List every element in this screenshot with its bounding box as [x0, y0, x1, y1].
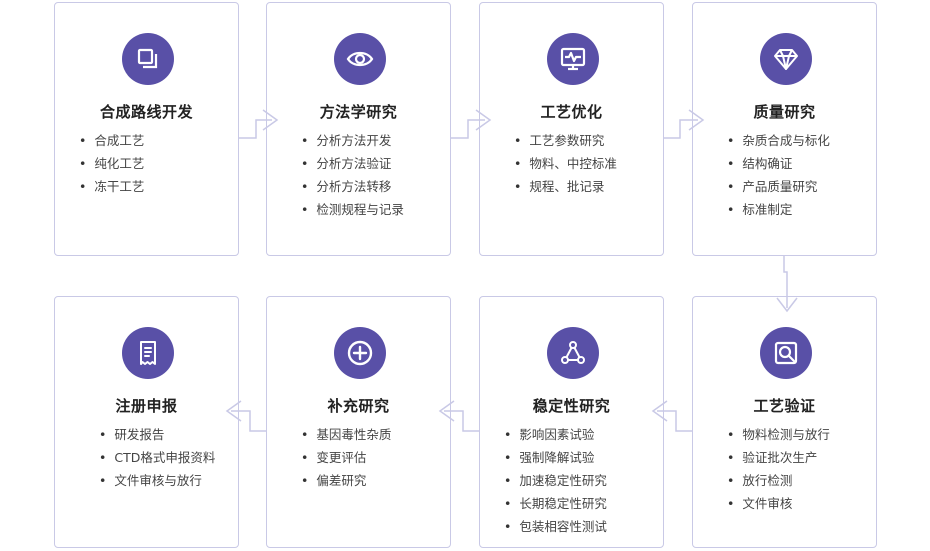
- step-item: 分析方法转移: [301, 175, 404, 198]
- step-item: 杂质合成与标化: [727, 129, 830, 152]
- step-item: 长期稳定性研究: [504, 492, 607, 515]
- step-title: 合成路线开发: [99, 103, 193, 121]
- eye-icon: [334, 33, 386, 85]
- step-item: 偏差研究: [301, 469, 391, 492]
- step-item: 物料、中控标准: [514, 152, 617, 175]
- step-item: 工艺参数研究: [514, 129, 617, 152]
- step-item: 物料检测与放行: [727, 423, 830, 446]
- monitor-pulse-icon: [547, 33, 599, 85]
- step-item: 检测规程与记录: [301, 198, 404, 221]
- step-card-registration-filing: 注册申报 研发报告 CTD格式申报资料 文件审核与放行: [54, 296, 239, 548]
- step-item-list: 物料检测与放行 验证批次生产 放行检测 文件审核: [727, 423, 830, 515]
- step-card-process-optimization: 工艺优化 工艺参数研究 物料、中控标准 规程、批记录: [479, 2, 664, 256]
- step-item: 强制降解试验: [504, 446, 607, 469]
- document-icon: [122, 327, 174, 379]
- step-item-list: 影响因素试验 强制降解试验 加速稳定性研究 长期稳定性研究 包装相容性测试: [504, 423, 607, 538]
- step-title: 工艺验证: [753, 397, 816, 415]
- step-title: 稳定性研究: [532, 397, 611, 415]
- step-item: 纯化工艺: [79, 152, 144, 175]
- step-item: 验证批次生产: [727, 446, 830, 469]
- step-card-methodology: 方法学研究 分析方法开发 分析方法验证 分析方法转移 检测规程与记录: [266, 2, 451, 256]
- step-card-synthesis-route: 合成路线开发 合成工艺 纯化工艺 冻干工艺: [54, 2, 239, 256]
- step-item-list: 合成工艺 纯化工艺 冻干工艺: [79, 129, 144, 198]
- plus-circle-icon: [334, 327, 386, 379]
- step-item: 分析方法验证: [301, 152, 404, 175]
- step-title: 补充研究: [327, 397, 390, 415]
- step-item-list: 工艺参数研究 物料、中控标准 规程、批记录: [514, 129, 617, 198]
- step-card-quality-research: 质量研究 杂质合成与标化 结构确证 产品质量研究 标准制定: [692, 2, 877, 256]
- step-item: 变更评估: [301, 446, 391, 469]
- step-item: 分析方法开发: [301, 129, 404, 152]
- step-item: 基因毒性杂质: [301, 423, 391, 446]
- step-title: 工艺优化: [540, 103, 603, 121]
- diamond-icon: [760, 33, 812, 85]
- step-title: 方法学研究: [319, 103, 398, 121]
- step-title: 注册申报: [115, 397, 178, 415]
- step-item-list: 杂质合成与标化 结构确证 产品质量研究 标准制定: [727, 129, 830, 221]
- step-item-list: 研发报告 CTD格式申报资料 文件审核与放行: [99, 423, 215, 492]
- step-item: 加速稳定性研究: [504, 469, 607, 492]
- step-item: 影响因素试验: [504, 423, 607, 446]
- step-item: 产品质量研究: [727, 175, 830, 198]
- step-item-list: 基因毒性杂质 变更评估 偏差研究: [301, 423, 391, 492]
- step-card-process-validation: 工艺验证 物料检测与放行 验证批次生产 放行检测 文件审核: [692, 296, 877, 548]
- step-item: 放行检测: [727, 469, 830, 492]
- step-item: CTD格式申报资料: [99, 446, 215, 469]
- step-item: 包装相容性测试: [504, 515, 607, 538]
- step-item: 合成工艺: [79, 129, 144, 152]
- magnify-icon: [760, 327, 812, 379]
- step-card-stability-research: 稳定性研究 影响因素试验 强制降解试验 加速稳定性研究 长期稳定性研究 包装相容…: [479, 296, 664, 548]
- layers-icon: [122, 33, 174, 85]
- step-title: 质量研究: [753, 103, 816, 121]
- step-item: 文件审核: [727, 492, 830, 515]
- step-card-supplementary-research: 补充研究 基因毒性杂质 变更评估 偏差研究: [266, 296, 451, 548]
- step-item: 研发报告: [99, 423, 215, 446]
- step-item: 文件审核与放行: [99, 469, 215, 492]
- network-triangle-icon: [547, 327, 599, 379]
- step-item-list: 分析方法开发 分析方法验证 分析方法转移 检测规程与记录: [301, 129, 404, 221]
- step-item: 规程、批记录: [514, 175, 617, 198]
- step-item: 冻干工艺: [79, 175, 144, 198]
- step-item: 结构确证: [727, 152, 830, 175]
- step-item: 标准制定: [727, 198, 830, 221]
